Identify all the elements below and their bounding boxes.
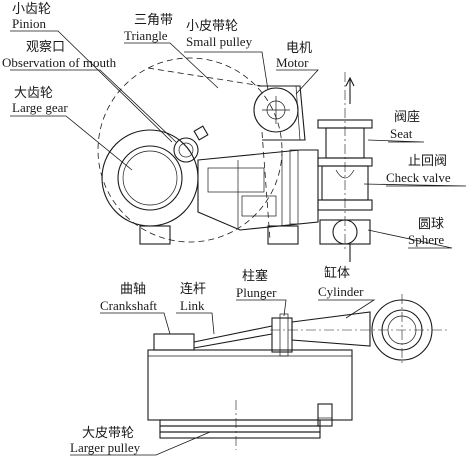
- leader-larger-pulley: [70, 431, 211, 456]
- pulley-rim-3: [159, 431, 321, 439]
- seat-en: Seat: [390, 126, 413, 141]
- triangle-cn: 三角带: [134, 12, 173, 27]
- small-pulley-en: Small pulley: [186, 34, 253, 49]
- leader-pinion: [10, 30, 173, 143]
- triangle-en: Triangle: [124, 28, 168, 43]
- leader-seat: [367, 139, 425, 143]
- small-pulley-cn: 小皮带轮: [186, 18, 238, 33]
- labels: 小齿轮 Pinion 观察口 Observation of mouth 大齿轮 …: [2, 1, 451, 455]
- crankshaft: [153, 333, 195, 351]
- pinion-en: Pinion: [12, 16, 46, 31]
- leader-observation: [10, 69, 177, 143]
- motor-body: [258, 85, 306, 141]
- link-rod: [193, 325, 273, 343]
- motor-cn: 电机: [286, 40, 312, 55]
- pinion-cap: [193, 125, 209, 141]
- link-en: Link: [180, 298, 205, 313]
- outlet-arrow: [345, 76, 355, 87]
- leader-motor: [276, 69, 319, 95]
- check-valve-cn: 止回阀: [408, 153, 447, 168]
- output-shaft: [317, 403, 333, 427]
- leader-small-pulley: [184, 51, 269, 91]
- pulley-rim-1: [159, 419, 321, 427]
- crankshaft-cn: 曲轴: [120, 281, 146, 296]
- cylinder-cn: 缸体: [324, 265, 350, 280]
- plunger-head: [271, 317, 293, 353]
- foot-mid: [267, 225, 299, 245]
- check-valve-en: Check valve: [386, 170, 451, 185]
- motor-edge: [295, 85, 301, 141]
- gear-case-frame: [147, 349, 353, 421]
- foot-left: [139, 225, 171, 245]
- sphere-en: Sphere: [408, 232, 444, 247]
- large-pulley-outline: [97, 57, 283, 243]
- pinion-circle: [178, 142, 194, 158]
- plunger-en: Plunger: [236, 285, 277, 300]
- large-gear-inner: [122, 150, 178, 206]
- leader-triangle: [124, 42, 219, 89]
- leader-plunger: [236, 299, 287, 317]
- crankshaft-en: Crankshaft: [100, 298, 157, 313]
- link-cn: 连杆: [180, 281, 206, 296]
- large-gear-hub: [117, 145, 183, 211]
- check-valve-seat: [335, 169, 355, 179]
- seat-cn: 阀座: [394, 109, 420, 124]
- observation-port: [173, 137, 199, 163]
- sphere-housing: [319, 219, 371, 245]
- leader-check-valve: [363, 183, 467, 187]
- plunger-cn: 柱塞: [242, 268, 268, 283]
- valve-flange: [317, 199, 373, 211]
- cylinder-barrel: [291, 311, 371, 347]
- gearbox-flange: [289, 149, 299, 225]
- front-elevation: [97, 57, 373, 262]
- larger-pulley-cn: 大皮带轮: [82, 425, 134, 440]
- observation-cn: 观察口: [26, 39, 65, 54]
- gearbox-body: [197, 149, 319, 231]
- gearbox-plate: [241, 195, 277, 217]
- belt-lower: [261, 131, 271, 241]
- sphere-cn: 圆球: [418, 216, 444, 231]
- pulley-rim-2: [159, 425, 321, 433]
- leader-cylinder: [318, 299, 376, 319]
- large-gear-housing: [101, 129, 199, 227]
- gearbox-window: [207, 167, 265, 193]
- link-rod-lower: [193, 333, 273, 349]
- leader-lines: [10, 30, 467, 456]
- belt-upper: [147, 67, 263, 87]
- larger-pulley-en: Larger pulley: [70, 440, 141, 455]
- plan-view: [147, 294, 448, 450]
- observation-en: Observation of mouth: [2, 55, 117, 70]
- leader-link: [176, 312, 215, 335]
- cylinder-en: Cylinder: [318, 284, 364, 299]
- leader-large-gear: [10, 115, 133, 171]
- leader-sphere: [367, 229, 453, 249]
- large-gear-cn: 大齿轮: [14, 85, 53, 100]
- motor-en: Motor: [276, 55, 309, 70]
- pinion-cn: 小齿轮: [12, 1, 51, 16]
- large-gear-en: Large gear: [12, 100, 68, 115]
- leader-crankshaft: [100, 312, 171, 335]
